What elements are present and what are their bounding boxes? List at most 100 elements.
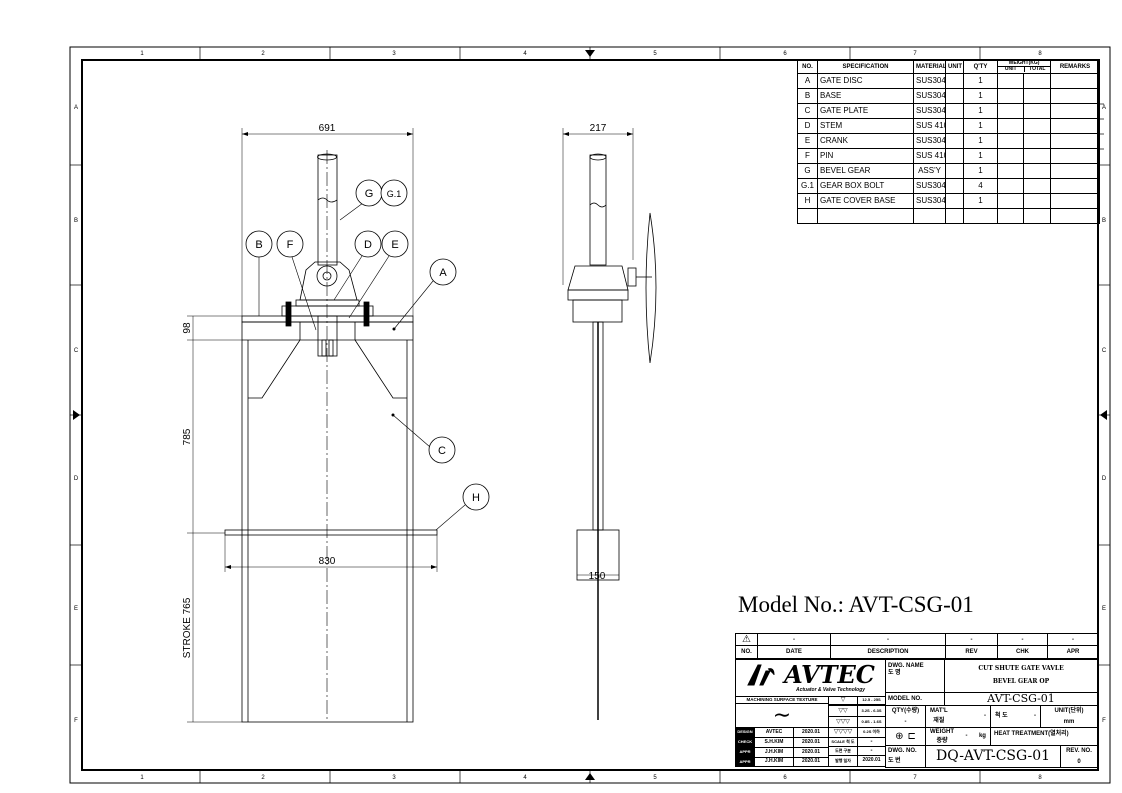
rev-date: - <box>757 633 831 646</box>
bom-header-weight-unit: UNIT <box>999 67 1025 72</box>
column-label: 1 <box>140 51 144 57</box>
side-view <box>562 128 657 720</box>
bom-header-unit: UNIT <box>945 59 964 74</box>
bom-cell-spec <box>817 208 914 224</box>
weight-label: WEIGHT <box>930 728 954 735</box>
row-label: C <box>1102 348 1107 354</box>
arrowheads <box>225 132 633 569</box>
balloon-c: C <box>428 436 456 464</box>
bom-cell-spec: GATE DISC <box>817 73 914 89</box>
bom-cell-unit <box>945 148 964 164</box>
bom-header-material: MATERIAL <box>913 59 946 74</box>
bom-header-remarks: REMARKS <box>1050 59 1101 74</box>
dwg-name-label-kr: 도 명 <box>888 669 901 676</box>
qty-value: - <box>904 718 907 725</box>
bom-cell-unit <box>945 133 964 149</box>
row-label: F <box>1102 718 1106 724</box>
bom-cell-w1 <box>997 163 1024 179</box>
bom-cell-spec: GEAR BOX BOLT <box>817 178 914 194</box>
bom-cell-no: E <box>797 133 818 149</box>
balloon-label: H <box>472 492 480 504</box>
revision-triangle-icon: ⚠ <box>735 633 758 646</box>
model-no-value: AVT-CSG-01 <box>944 692 1098 706</box>
header-date: DATE <box>757 645 831 659</box>
column-label: 4 <box>523 51 527 57</box>
weight-label-kr: 중량 <box>936 737 948 744</box>
bom-cell-w2 <box>1022 103 1052 119</box>
bom-cell-remarks <box>1050 103 1101 119</box>
dwg-name-line2: BEVEL GEAR OP <box>992 678 1050 685</box>
column-label: 5 <box>653 775 657 781</box>
bom-cell-material: SUS304 <box>913 193 946 209</box>
row-label: A <box>74 105 78 111</box>
bom-cell-unit <box>945 163 964 179</box>
front-view <box>187 128 466 723</box>
bom-cell-spec: PIN <box>817 148 914 164</box>
approval-role: APPR <box>735 757 755 767</box>
bom-cell-no: H <box>797 193 818 209</box>
bom-cell-w1 <box>997 133 1024 149</box>
bom-cell-qty: 1 <box>963 88 998 104</box>
row-label: E <box>1102 606 1106 612</box>
centering-arrows <box>73 50 1107 780</box>
model-no-label: MODEL NO. <box>885 692 945 706</box>
header-rev: REV <box>945 645 998 659</box>
bom-cell-remarks <box>1050 193 1101 209</box>
bom-cell-remarks <box>1050 118 1101 134</box>
bom-cell-remarks <box>1050 208 1101 224</box>
bom-cell-material: SUS 410 <box>913 118 946 134</box>
bom-cell-no: G <box>797 163 818 179</box>
bom-cell-qty: 1 <box>963 193 998 209</box>
bom-cell-w1 <box>997 88 1024 104</box>
bom-cell-w2 <box>1022 178 1052 194</box>
column-label: 4 <box>523 775 527 781</box>
column-label: 8 <box>1038 775 1042 781</box>
bom-cell-w2 <box>1022 193 1052 209</box>
bom-cell-qty: 1 <box>963 163 998 179</box>
bom-cell-material <box>913 208 946 224</box>
approval-name: J.H.KIM <box>754 757 794 767</box>
balloon-label: C <box>438 445 446 457</box>
qty-cell: QTY(수량) - <box>885 705 926 728</box>
balloon-b: B <box>245 230 273 258</box>
column-label: 6 <box>783 51 787 57</box>
company-tagline: Actuator & Valve Technology <box>795 687 866 694</box>
bom-header-qty: Q'TY <box>963 59 998 74</box>
bom-cell-no <box>797 208 818 224</box>
material-label-kr: 재질 <box>933 718 945 724</box>
rev-rev: - <box>945 633 998 646</box>
bom-cell-w1 <box>997 148 1024 164</box>
bom-cell-spec: BASE <box>817 88 914 104</box>
bom-cell-w2 <box>1022 163 1052 179</box>
balloon-d: D <box>354 230 382 258</box>
bom-cell-spec: GATE COVER BASE <box>817 193 914 209</box>
bom-cell-spec: CRANK <box>817 133 914 149</box>
bom-cell-w2 <box>1022 118 1052 134</box>
balloon-g1: G.1 <box>380 179 408 207</box>
company-logo: AVTEC Actuator & Valve Technology <box>735 659 886 697</box>
header-chk: CHK <box>997 645 1048 659</box>
dwg-no-value: DQ-AVT-CSG-01 <box>925 745 1061 768</box>
bom-cell-qty: 1 <box>963 103 998 119</box>
bom-cell-remarks <box>1050 163 1101 179</box>
bom-header-weight-total: TOTAL <box>1029 66 1046 72</box>
qty-label: QTY(수량) <box>891 707 920 714</box>
balloon-e: E <box>381 230 409 258</box>
surface-grade-value: 12.5 - 25S <box>857 696 886 705</box>
balloon-f: F <box>276 230 304 258</box>
bom-cell-unit <box>945 103 964 119</box>
bom-cell-unit <box>945 193 964 209</box>
dim-base-height: 98 <box>182 322 193 334</box>
bom-cell-w2 <box>1022 73 1052 89</box>
row-label: F <box>74 718 78 724</box>
bom-cell-unit <box>945 118 964 134</box>
dwg-no-label-en: DWG. NO. <box>888 748 917 755</box>
bom-cell-w1 <box>997 193 1024 209</box>
